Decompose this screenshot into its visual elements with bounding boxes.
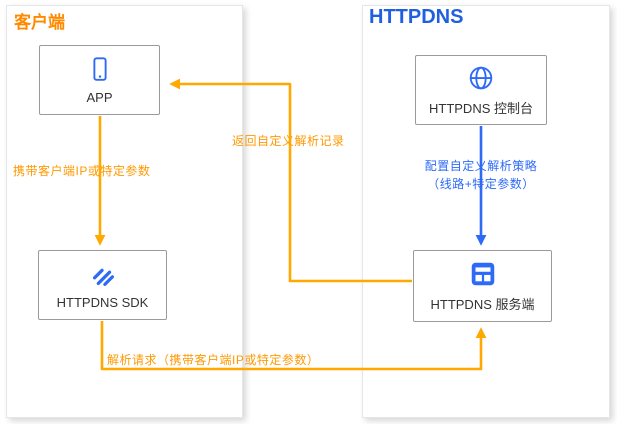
httpdns-panel-title: HTTPDNS [369,6,464,28]
edge-label-console-to-server: 配置自定义解析策略 （线路+特定参数） [400,157,562,193]
client-panel-title: 客户端 [14,13,65,32]
sdk-node: HTTPDNS SDK [38,250,167,320]
phone-icon [92,57,107,81]
edge-label-app-to-sdk: 携带客户端IP或特定参数 [13,164,151,178]
console-node: HTTPDNS 控制台 [415,55,547,125]
app-node-label: APP [86,90,113,105]
server-icon [471,262,494,286]
edge-label-server-to-app: 返回自定义解析记录 [232,134,345,148]
edge-label-console-to-server-line1: 配置自定义解析策略 [424,159,538,173]
sdk-node-label: HTTPDNS SDK [56,295,149,310]
server-node-label: HTTPDNS 服务端 [430,297,535,312]
globe-icon [469,66,493,90]
sdk-icon [92,268,114,286]
server-node: HTTPDNS 服务端 [413,250,552,322]
app-node: APP [39,45,160,115]
edge-label-console-to-server-line2: （线路+特定参数） [427,177,535,191]
edge-label-sdk-to-server: 解析请求（携带客户端IP或特定参数） [107,353,320,367]
console-node-label: HTTPDNS 控制台 [428,101,533,116]
